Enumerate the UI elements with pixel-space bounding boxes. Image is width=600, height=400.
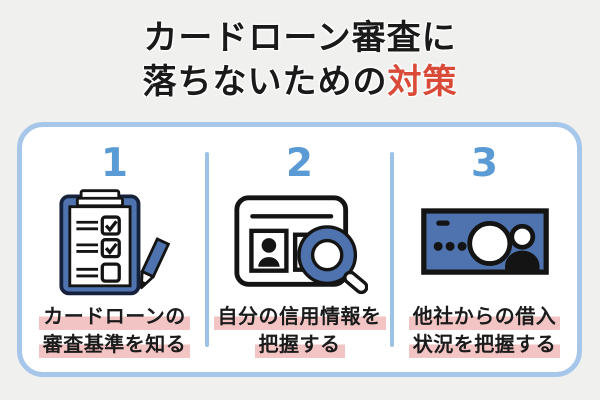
caption-2-line-2: 把握する (254, 330, 345, 358)
caption-3-line-1: 他社からの借入 (408, 302, 561, 330)
column-divider-2 (389, 152, 394, 347)
id-card-magnifier-icon (232, 184, 368, 300)
step-caption-1: カードローンの 審査基準を知る (38, 302, 191, 358)
title-line2-accent: 対策 (387, 62, 458, 102)
step-number-2: 2 (285, 141, 314, 186)
caption-2-line-1: 自分の信用情報を (213, 302, 386, 330)
steps-panel-inner: 1 (22, 127, 577, 372)
step-column-1: 1 (22, 127, 207, 372)
page-title: カードローン審査に 落ちないための対策 (0, 16, 600, 104)
caption-1-line-1: カードローンの (39, 302, 190, 330)
step-number-1: 1 (100, 141, 129, 186)
checklist-clipboard-icon (49, 184, 181, 300)
step-column-3: 3 他社からの借入 状況を把握する (392, 127, 577, 372)
banknote-person-icon (420, 184, 550, 300)
column-divider-1 (204, 152, 209, 347)
step-column-2: 2 自分の信用情 (207, 127, 392, 372)
title-line-2: 落ちないための対策 (0, 60, 600, 104)
title-line2-black: 落ちないための (142, 62, 388, 102)
steps-panel: 1 (17, 122, 582, 377)
caption-3-line-2: 状況を把握する (408, 330, 561, 358)
caption-1-line-2: 審査基準を知る (38, 330, 191, 358)
step-number-3: 3 (470, 141, 499, 186)
step-caption-2: 自分の信用情報を 把握する (213, 302, 386, 358)
title-line-1: カードローン審査に (143, 18, 457, 58)
step-caption-3: 他社からの借入 状況を把握する (408, 302, 561, 358)
